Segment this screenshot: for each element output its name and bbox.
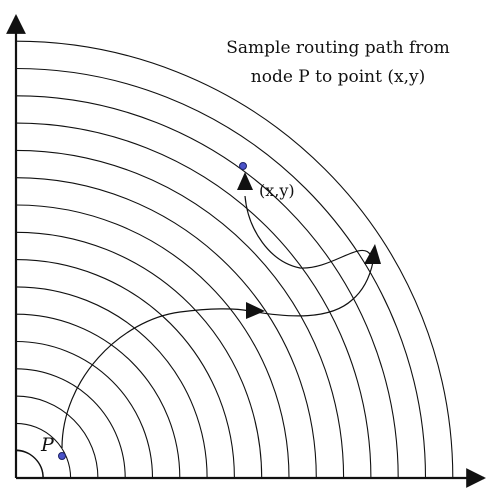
ring-9 bbox=[15, 231, 263, 479]
caption-line-2: node P to point (x,y) bbox=[250, 67, 426, 87]
ring-2 bbox=[15, 422, 72, 479]
ring-14 bbox=[15, 95, 399, 479]
route-segment-inward bbox=[244, 195, 374, 269]
route-arrowhead-1 bbox=[246, 302, 265, 319]
diagram-caption: Sample routing path from node P to point… bbox=[196, 34, 480, 92]
ring-15 bbox=[15, 67, 427, 479]
ring-3 bbox=[15, 395, 99, 479]
caption-line-1: Sample routing path from bbox=[226, 38, 450, 58]
ring-16 bbox=[15, 40, 454, 479]
ring-6 bbox=[15, 313, 181, 479]
ring-7 bbox=[15, 286, 208, 479]
ring-8 bbox=[15, 259, 235, 479]
node-p-dot bbox=[58, 452, 66, 460]
ring-11 bbox=[15, 177, 317, 479]
target-point-label: (x,y) bbox=[259, 181, 295, 200]
route-arrowhead-2 bbox=[364, 244, 381, 264]
node-p-label: P bbox=[40, 434, 55, 456]
ring-12 bbox=[15, 149, 345, 479]
ring-4 bbox=[15, 368, 126, 479]
route-segment-ring bbox=[249, 261, 374, 317]
ring-5 bbox=[15, 340, 154, 479]
concentric-rings bbox=[15, 40, 454, 479]
target-point-dot bbox=[239, 162, 247, 170]
ring-10 bbox=[15, 204, 290, 479]
route-segment-outward bbox=[61, 308, 251, 449]
route-arrowhead-3 bbox=[237, 172, 253, 190]
angle-arc bbox=[14, 449, 44, 479]
ring-13 bbox=[15, 122, 372, 479]
